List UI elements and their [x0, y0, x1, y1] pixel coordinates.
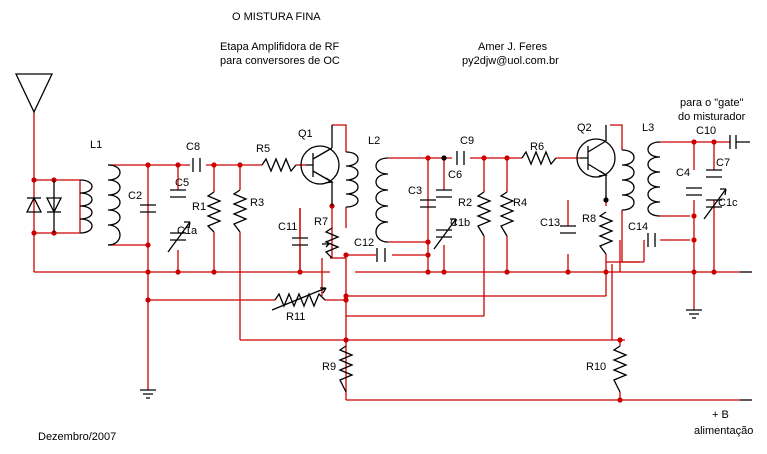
- label-R4: R4: [513, 197, 527, 209]
- gate-note-line-2: do misturador: [678, 111, 746, 123]
- capacitor-C9: [456, 151, 465, 165]
- coil-L2: [345, 151, 389, 243]
- capacitor-C3: [420, 199, 436, 208]
- potentiometer-R11: [271, 287, 327, 311]
- variable-capacitor-C1b: [433, 218, 457, 250]
- label-R7: R7: [314, 216, 328, 228]
- label-C2: C2: [128, 190, 142, 202]
- capacitor-C4: [686, 187, 702, 196]
- protection-diodes: [25, 180, 63, 233]
- gate-note-line-1: para o "gate": [680, 97, 744, 109]
- variable-capacitor-C1c: [703, 188, 727, 220]
- variable-capacitor-C1a: [167, 221, 191, 253]
- label-C4: C4: [676, 167, 690, 179]
- label-C11: C11: [278, 221, 297, 233]
- label-C9: C9: [460, 135, 474, 147]
- resistor-R6: [521, 150, 580, 166]
- date-label: Dezembro/2007: [38, 431, 116, 443]
- resistor-R9: [338, 345, 354, 393]
- label-C12: C12: [354, 237, 374, 249]
- label-R10: R10: [586, 361, 606, 373]
- transistor-Q1: [300, 125, 340, 206]
- resistor-R10: [612, 345, 628, 393]
- component-labels: L1 C8 R5 Q1 L2 C9 R6 Q2 L3 C10 C5 C2 R1 …: [90, 122, 738, 373]
- ground-symbol-left: [140, 389, 156, 399]
- label-R2: R2: [458, 197, 472, 209]
- label-C3: C3: [408, 185, 422, 197]
- label-C6: C6: [448, 169, 462, 181]
- ground-symbol-right: [686, 309, 702, 319]
- subtitle-line-2: para conversores de OC: [220, 55, 340, 67]
- junction-dots: [31, 139, 717, 403]
- capacitor-C14: [647, 233, 656, 247]
- resistor-R5: [261, 157, 306, 173]
- label-L3: L3: [642, 122, 654, 134]
- resistor-R2: [476, 191, 492, 237]
- label-C1c: C1c: [718, 197, 738, 209]
- author-email: py2djw@uol.com.br: [462, 55, 559, 67]
- label-C1a: C1a: [177, 225, 198, 237]
- resistor-R7: [322, 227, 340, 259]
- schematic-title: O MISTURA FINA: [232, 11, 321, 23]
- label-Q1: Q1: [298, 128, 313, 140]
- label-L1: L1: [90, 139, 102, 151]
- label-R9: R9: [322, 361, 336, 373]
- capacitor-C6: [436, 189, 452, 198]
- label-R3: R3: [250, 197, 264, 209]
- supply-terminal: [740, 271, 752, 401]
- resistor-R8: [598, 211, 614, 255]
- label-C13: C13: [540, 217, 560, 229]
- antenna-symbol: [14, 73, 54, 114]
- transistor-Q2: [576, 125, 616, 200]
- label-R11: R11: [286, 311, 305, 323]
- capacitor-C10: [729, 135, 750, 149]
- label-R1: R1: [192, 201, 206, 213]
- supply-label-line-1: + B: [712, 409, 729, 421]
- label-C10: C10: [696, 125, 716, 137]
- label-Q2: Q2: [577, 122, 592, 134]
- resistor-R4: [499, 191, 515, 237]
- coil-L3: [621, 141, 661, 217]
- label-C5: C5: [175, 177, 189, 189]
- capacitor-C11: [292, 208, 308, 272]
- supply-label-line-2: alimentação: [694, 425, 753, 437]
- resistor-R3: [232, 189, 248, 233]
- author-name: Amer J. Feres: [478, 41, 548, 53]
- resistor-R1: [206, 191, 222, 233]
- label-R5: R5: [256, 143, 270, 155]
- capacitor-C12: [376, 248, 386, 262]
- label-R8: R8: [582, 213, 596, 225]
- label-C14: C14: [628, 221, 648, 233]
- capacitor-C5: [170, 189, 186, 198]
- label-L2: L2: [368, 135, 380, 147]
- subtitle-line-1: Etapa Amplifidora de RF: [220, 41, 340, 53]
- capacitor-C2: [140, 204, 156, 213]
- label-R6: R6: [530, 141, 544, 153]
- coil-L1: [79, 164, 121, 246]
- label-C7: C7: [716, 157, 730, 169]
- capacitor-C13: [560, 225, 576, 234]
- label-C8: C8: [186, 141, 200, 153]
- capacitor-C7: [706, 169, 722, 178]
- capacitor-C8: [192, 158, 201, 172]
